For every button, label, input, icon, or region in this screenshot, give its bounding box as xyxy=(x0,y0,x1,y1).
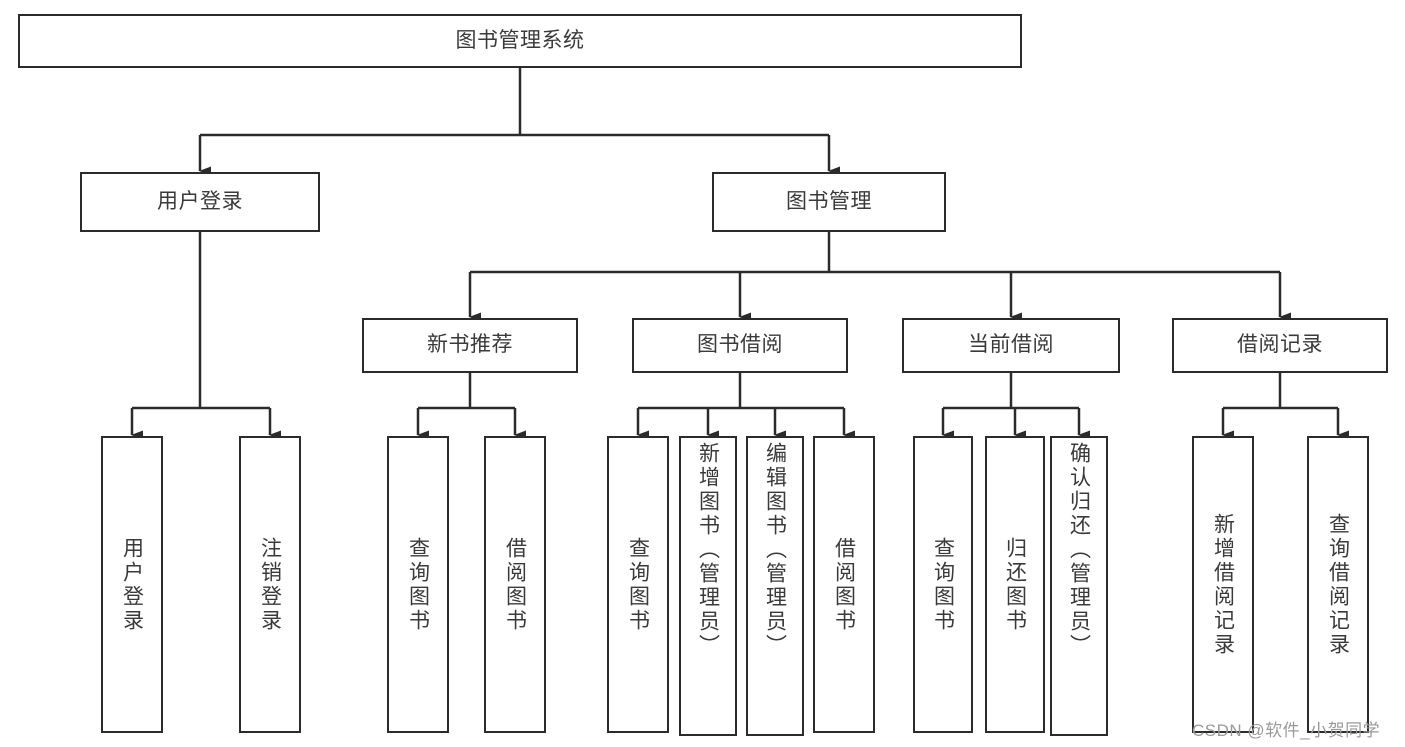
leaf-node-查询图书[interactable]: 查询图书 xyxy=(913,436,973,733)
leaf-node-用户登录[interactable]: 用户登录 xyxy=(101,436,163,733)
connector-lines xyxy=(130,68,1349,440)
leaf-node-借阅图书[interactable]: 借阅图书 xyxy=(813,436,875,733)
node-label: 确认归还（管理员） xyxy=(1067,442,1091,658)
node-label: 借阅图书 xyxy=(832,536,856,633)
leaf-node-确认归还管理员[interactable]: 确认归还（管理员） xyxy=(1050,436,1108,736)
branch-node-当前借阅[interactable]: 当前借阅 xyxy=(902,318,1120,373)
node-label: 查询借阅记录 xyxy=(1326,512,1350,657)
node-label: 借阅记录 xyxy=(1237,333,1323,357)
watermark-label: CSDN @软件_小贺同学 xyxy=(1192,721,1381,740)
node-label: 注销登录 xyxy=(258,536,282,633)
leaf-node-借阅图书[interactable]: 借阅图书 xyxy=(484,436,546,733)
node-label: 当前借阅 xyxy=(968,333,1054,357)
node-label: 用户登录 xyxy=(120,536,144,633)
node-label: 用户登录 xyxy=(157,189,243,213)
node-label: 新增图书（管理员） xyxy=(696,442,720,658)
branch-node-图书借阅[interactable]: 图书借阅 xyxy=(632,318,848,373)
branch-node-图书管理[interactable]: 图书管理 xyxy=(712,172,946,232)
leaf-node-查询图书[interactable]: 查询图书 xyxy=(387,436,449,733)
node-label: 查询图书 xyxy=(931,536,955,633)
branch-node-借阅记录[interactable]: 借阅记录 xyxy=(1172,318,1388,373)
leaf-node-查询图书[interactable]: 查询图书 xyxy=(607,436,669,733)
node-label: 图书借阅 xyxy=(697,333,783,357)
node-label: 新增借阅记录 xyxy=(1211,512,1235,657)
leaf-node-注销登录[interactable]: 注销登录 xyxy=(239,436,301,733)
branch-node-新书推荐[interactable]: 新书推荐 xyxy=(362,318,578,373)
node-label: 编辑图书（管理员） xyxy=(763,442,787,658)
root-node-图书管理系统[interactable]: 图书管理系统 xyxy=(18,14,1022,68)
leaf-node-编辑图书管理员[interactable]: 编辑图书（管理员） xyxy=(746,436,804,736)
leaf-node-查询借阅记录[interactable]: 查询借阅记录 xyxy=(1307,436,1369,733)
leaf-node-新增图书管理员[interactable]: 新增图书（管理员） xyxy=(679,436,737,736)
branch-node-用户登录[interactable]: 用户登录 xyxy=(80,172,320,232)
node-label: 查询图书 xyxy=(406,536,430,633)
node-label: 图书管理 xyxy=(786,189,872,213)
leaf-node-归还图书[interactable]: 归还图书 xyxy=(985,436,1045,733)
node-label: 借阅图书 xyxy=(503,536,527,633)
leaf-node-新增借阅记录[interactable]: 新增借阅记录 xyxy=(1192,436,1254,733)
node-label: 图书管理系统 xyxy=(455,28,585,52)
node-label: 新书推荐 xyxy=(427,333,513,357)
node-label: 归还图书 xyxy=(1003,536,1027,633)
node-label: 查询图书 xyxy=(626,536,650,633)
